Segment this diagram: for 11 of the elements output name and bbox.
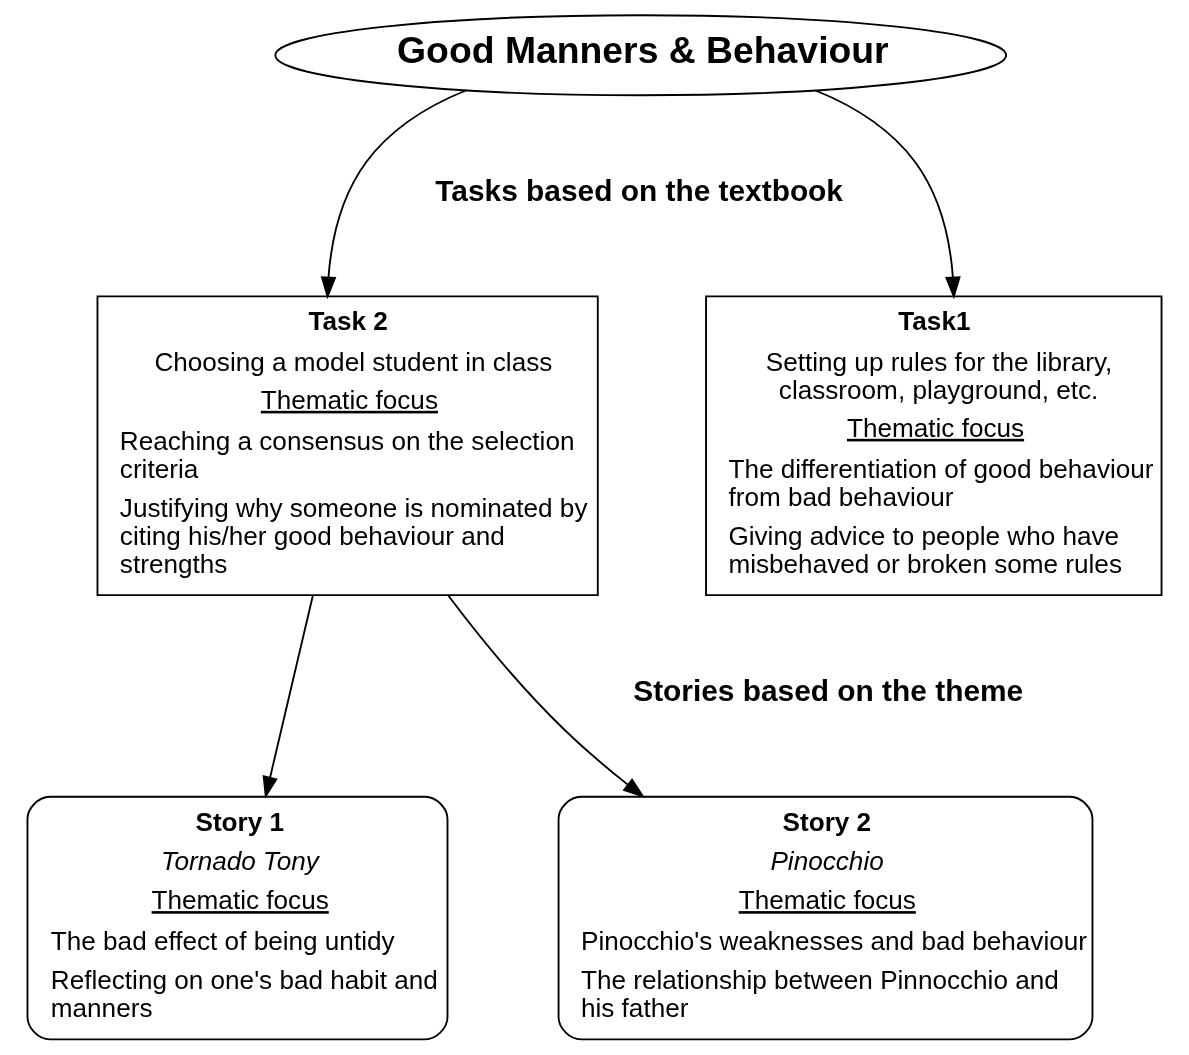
node-box: Task 2 Choosing a model student in class Thematic focus Reaching a consensus on the selection criteria Justifying why someone is nominated by citing his/her good behaviour and strengths: [96, 295, 599, 597]
arrow: [447, 594, 646, 799]
arrow: [320, 89, 468, 300]
arrow: [262, 594, 314, 799]
node-ellipse: Good Manners & Behaviour: [274, 14, 1008, 97]
arrow: [814, 89, 961, 300]
node-box: Task1 Setting up rules for the library, classroom, playground, etc. Thematic focus The differentiation of good behaviour from bad behaviour Giving advice to people who have misbehaved or broken some rules: [705, 295, 1163, 597]
label: Tasks based on the textbook: [435, 173, 843, 207]
node-box: Story 1 Tornado Tony Thematic focus The bad effect of being untidy Reflecting on one's bad habit and manners: [26, 795, 449, 1041]
node-box: Story 2 Pinocchio Thematic focus Pinocchio's weaknesses and bad behaviour The relationship between Pinnocchio and his father: [557, 795, 1094, 1041]
label: Stories based on the theme: [633, 674, 1024, 708]
